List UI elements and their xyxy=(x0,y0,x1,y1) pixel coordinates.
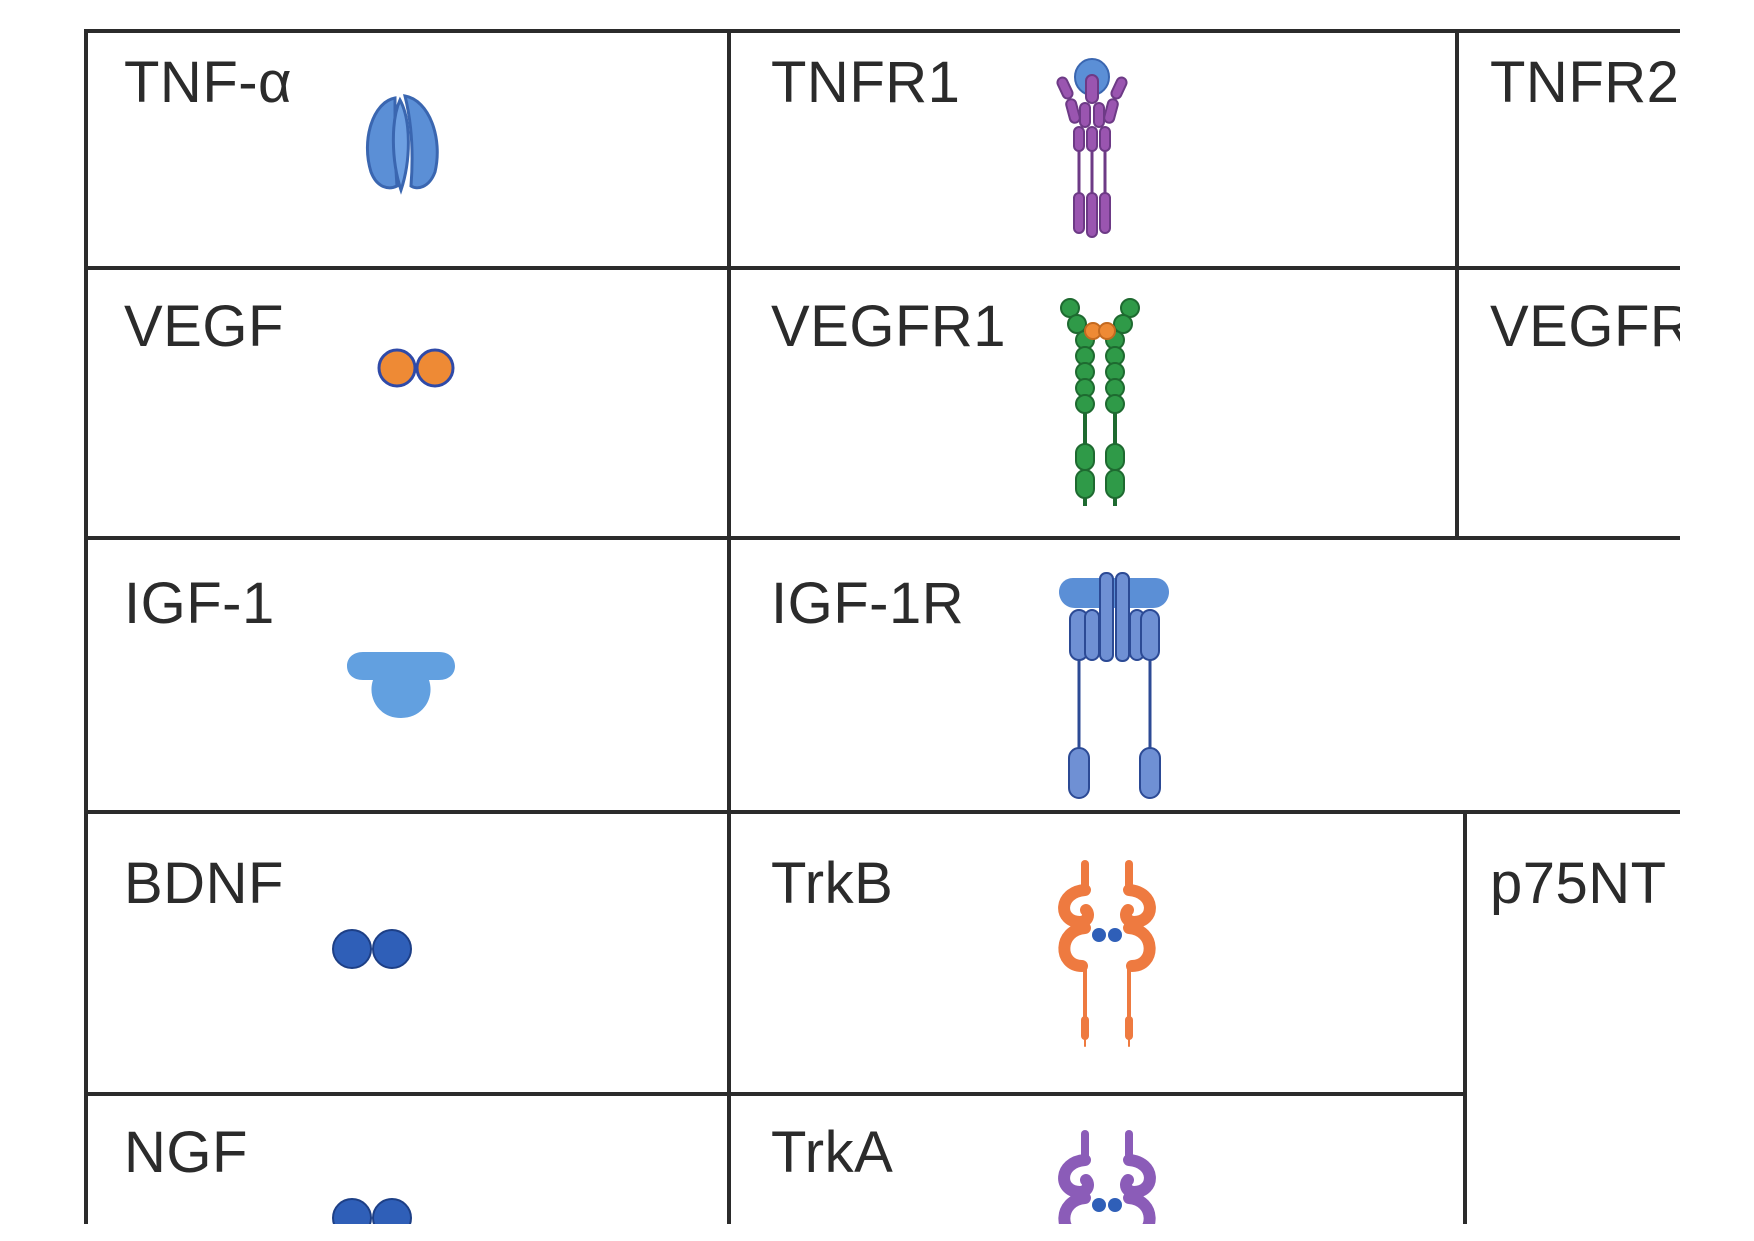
ligand-label-ngf: NGF xyxy=(124,1120,248,1185)
receptor-label-vegfr1: VEGFR1 xyxy=(771,294,1007,359)
ligand-label-igf-1: IGF-1 xyxy=(124,571,275,636)
igf1r-receptor-icon xyxy=(1059,572,1169,799)
igf1-ligand-icon xyxy=(347,652,455,718)
trkb-receptor-icon xyxy=(1058,860,1156,1047)
receptor-label-tnfr1: TNFR1 xyxy=(771,50,961,115)
receptor-label-tnfr2: TNFR2 xyxy=(1490,50,1680,115)
receptor-label-vegfr: VEGFR xyxy=(1490,294,1693,359)
receptor-label-trkb: TrkB xyxy=(771,851,894,916)
bdnf-dimer-icon xyxy=(332,929,412,969)
tnf-alpha-trimer-icon xyxy=(366,94,439,195)
bottom-crop-area xyxy=(0,1224,1754,1241)
receptor-label-p75ntr: p75NT xyxy=(1490,851,1667,916)
receptor-label-trka: TrkA xyxy=(771,1120,894,1185)
vegf-dimer-icon xyxy=(377,348,455,388)
tnfr1-receptor-icon xyxy=(1056,58,1128,238)
vegfr1-receptor-icon xyxy=(1060,298,1140,506)
ligand-label-bdnf: BDNF xyxy=(124,851,284,916)
ligand-label-tnf-alpha: TNF-α xyxy=(124,50,293,115)
right-crop-area xyxy=(1680,0,1754,1241)
ligand-label-vegf: VEGF xyxy=(124,294,284,359)
receptor-label-igf-1r: IGF-1R xyxy=(771,571,965,636)
